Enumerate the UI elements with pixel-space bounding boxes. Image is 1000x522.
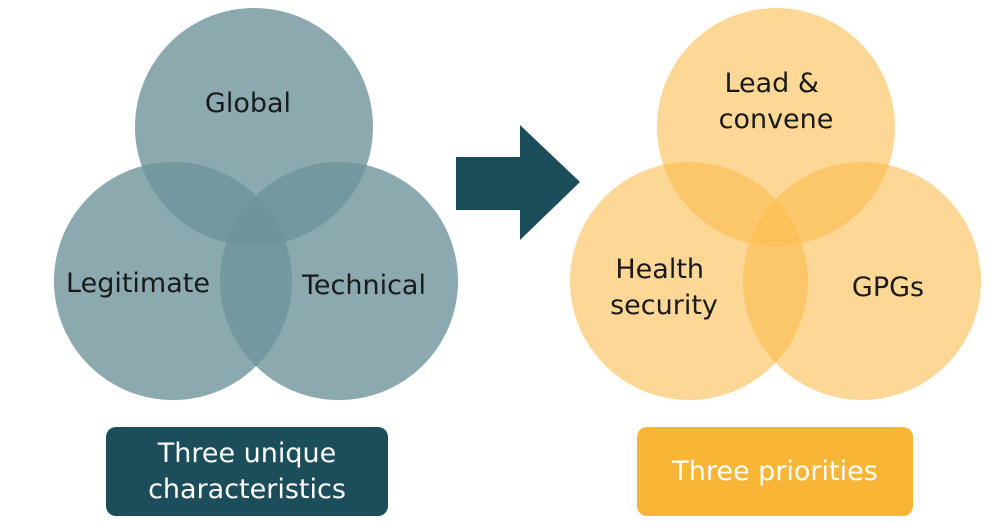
caption-left-text: Three unique characteristics [148,437,346,505]
caption-three-priorities: Three priorities [637,427,913,516]
right-label-lead-convene: Lead & convene [719,68,834,135]
left-circle-legitimate [54,162,292,400]
caption-right-text: Three priorities [672,455,878,487]
right-venn: Lead & convene Health security GPGs [570,8,981,400]
left-circle-technical [220,162,458,400]
right-label-health-security: Health security [610,254,718,321]
caption-three-unique-characteristics: Three unique characteristics [106,427,388,516]
left-venn: Global Legitimate Technical [54,8,458,400]
arrow-right-icon [456,125,580,240]
right-label-gpgs: GPGs [852,272,924,303]
left-label-legitimate: Legitimate [66,268,210,299]
left-label-technical: Technical [301,270,426,301]
right-circle-gpgs [743,162,981,400]
right-circle-health-security [570,162,808,400]
left-label-global: Global [205,88,291,119]
